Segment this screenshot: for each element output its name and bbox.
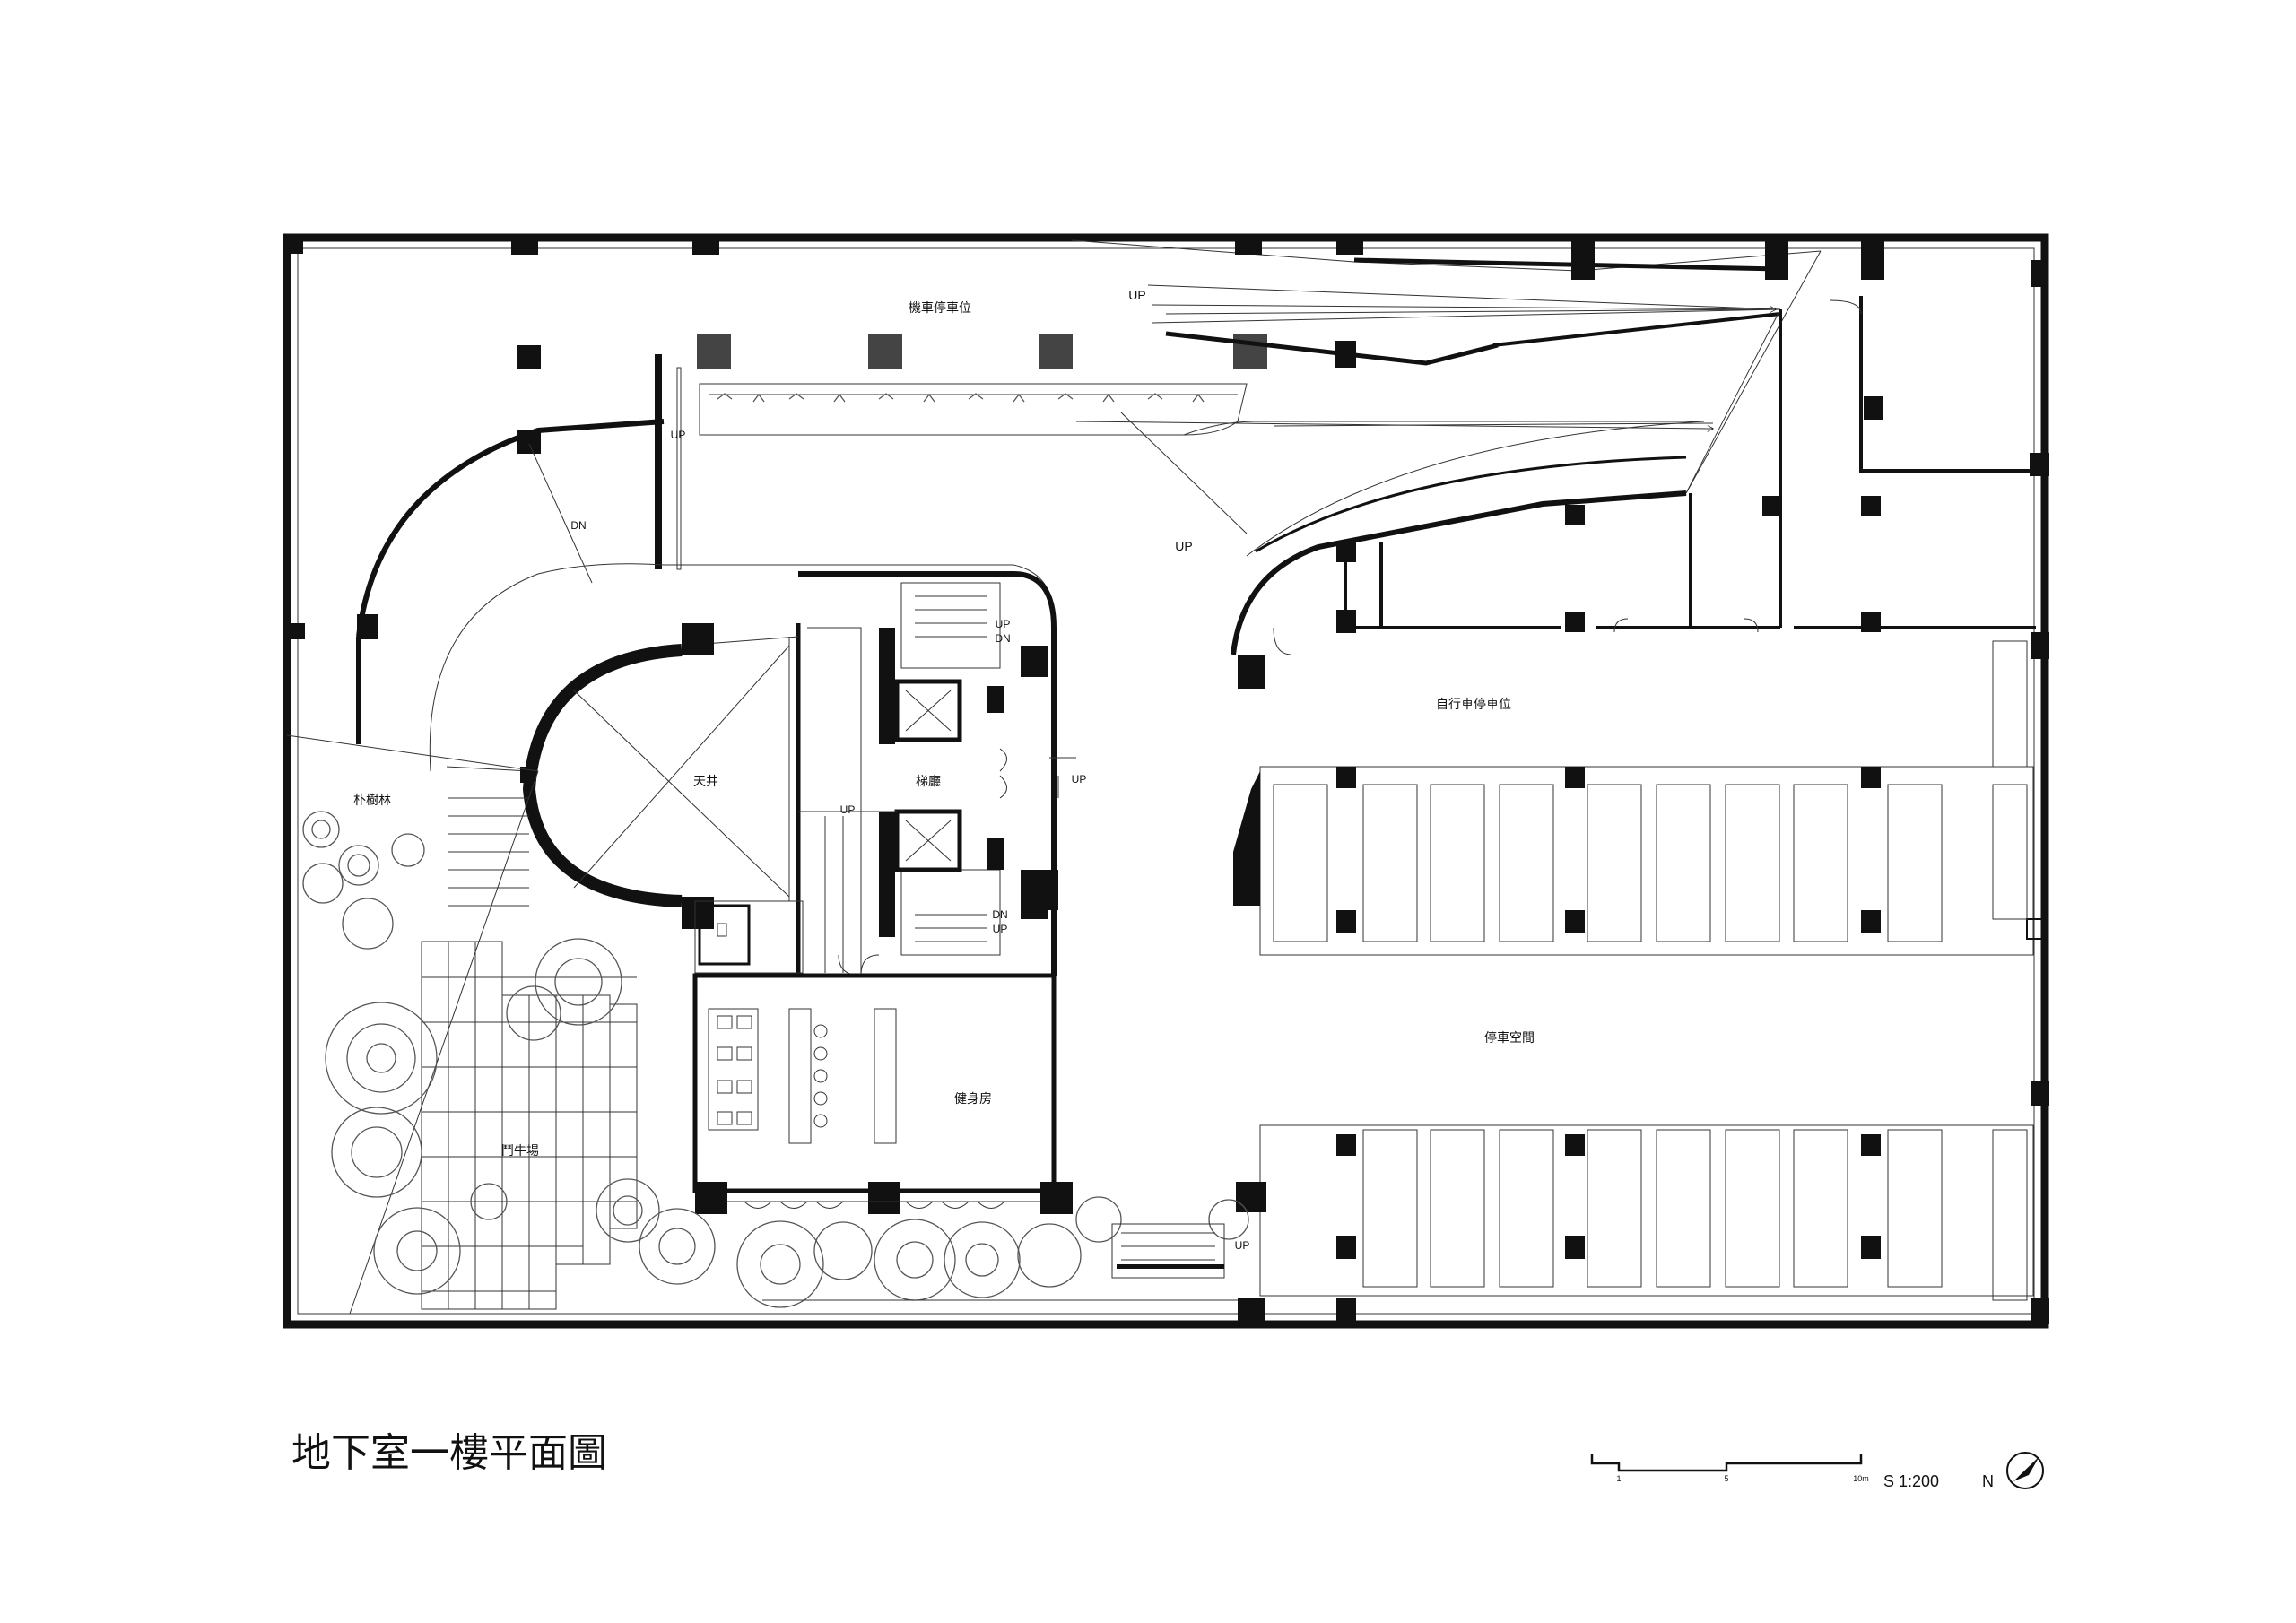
scale-bar: 1 5 10m S 1:200	[1590, 1454, 1939, 1490]
up-label-left: UP	[671, 429, 686, 441]
atrium	[520, 623, 804, 974]
label-gym: 健身房	[954, 1091, 992, 1106]
scale-tick-5: 5	[1724, 1474, 1728, 1483]
scale-tick-10m: 10m	[1853, 1474, 1869, 1483]
label-bicycle-parking: 自行車停車位	[1436, 697, 1511, 711]
core	[796, 571, 1076, 976]
scale-ratio: S 1:200	[1883, 1472, 1939, 1490]
north-arrow: N	[1982, 1452, 2044, 1490]
up-label-core-mid: UP	[840, 803, 856, 816]
parking-stalls-top	[1273, 784, 1943, 942]
gym	[692, 870, 1073, 1214]
dn-label-stair2: DN	[992, 908, 1007, 921]
north-label: N	[1982, 1472, 1994, 1490]
up-label-bottom-stair: UP	[1235, 1239, 1250, 1252]
label-tree-grove: 朴樹林	[353, 793, 391, 807]
label-plaza: 鬥牛場	[501, 1143, 539, 1158]
drawing-title: 地下室一樓平面圖	[291, 1430, 607, 1476]
up-label-stair1: UP	[996, 618, 1011, 630]
label-elevator-hall: 梯廳	[916, 774, 941, 788]
scale-tick-1: 1	[1616, 1474, 1621, 1483]
planter-strip	[655, 354, 1248, 570]
north-pointer-icon	[2013, 1456, 2039, 1481]
trees	[302, 811, 1249, 1308]
label-atrium: 天井	[693, 774, 718, 788]
up-label-ramp: UP	[1175, 539, 1192, 553]
direction-labels: UP UP UP DN UP UP UP UP DN DN UP	[570, 288, 1249, 1252]
columns	[287, 235, 2049, 689]
label-parking-space: 停車空間	[1484, 1030, 1535, 1045]
room-labels: 機車停車位 自行車停車位 天井 梯廳 健身房 停車空間 朴樹林 鬥牛場	[353, 300, 1535, 1158]
dn-label-curve: DN	[570, 519, 586, 532]
ramps	[356, 250, 1822, 772]
up-label-core-right: UP	[1072, 773, 1087, 785]
up-label-top: UP	[1128, 288, 1145, 302]
compass-icon	[2006, 1452, 2044, 1489]
landscape	[286, 734, 1249, 1315]
right-block	[1273, 296, 2036, 655]
up-label-stair2: UP	[993, 923, 1008, 935]
label-motorcycle-parking: 機車停車位	[909, 300, 971, 315]
parking	[1233, 632, 2049, 1324]
parking-stalls-bottom	[1362, 1129, 1943, 1288]
dn-label-stair1: DN	[995, 632, 1010, 645]
plaza-paving	[421, 941, 638, 1310]
